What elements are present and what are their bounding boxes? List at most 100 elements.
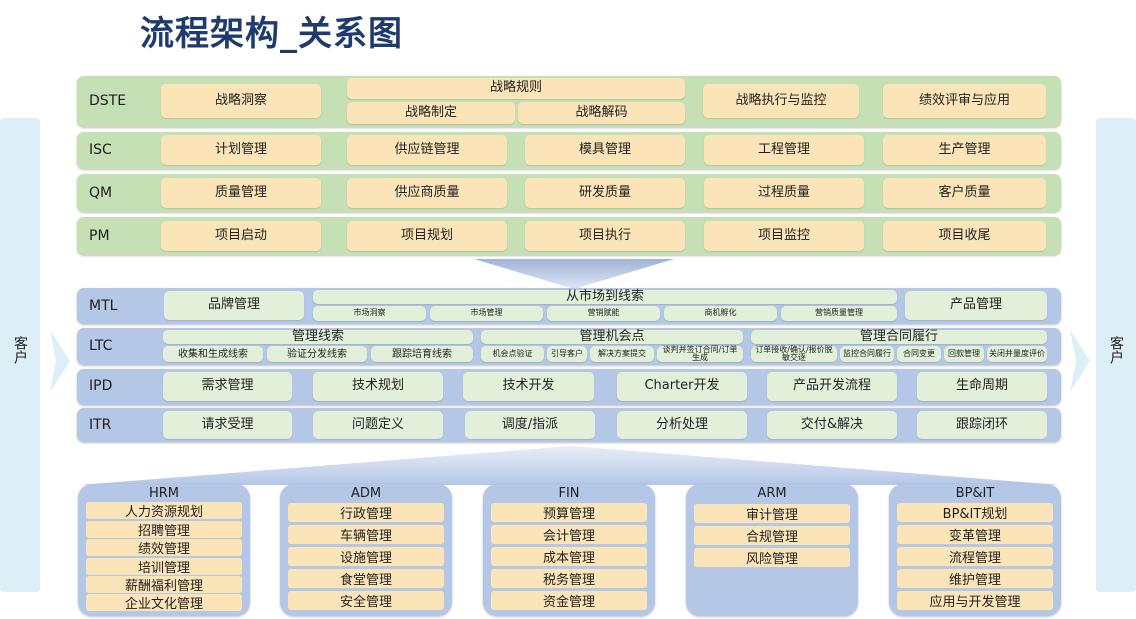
process-box[interactable]: 预算管理 bbox=[491, 503, 647, 522]
process-box[interactable]: 技术开发 bbox=[463, 372, 594, 401]
row-label: MTL bbox=[89, 298, 118, 314]
up-arrow-icon bbox=[80, 446, 1060, 485]
process-box[interactable]: 计划管理 bbox=[161, 135, 321, 165]
process-box[interactable]: 招聘管理 bbox=[86, 521, 242, 539]
process-box[interactable]: 订单接收/确认/报价脱敏交逐 bbox=[751, 345, 837, 362]
process-box[interactable]: 战略规则 bbox=[347, 78, 685, 99]
process-box[interactable]: 变革管理 bbox=[897, 525, 1053, 544]
process-box[interactable]: 技术规划 bbox=[313, 372, 443, 401]
process-box[interactable]: 项目执行 bbox=[525, 221, 685, 251]
process-box[interactable]: 交付&解决 bbox=[767, 411, 897, 439]
process-box[interactable]: 客户质量 bbox=[883, 178, 1046, 208]
process-box[interactable]: 企业文化管理 bbox=[86, 594, 242, 612]
panel-adm: ADM 行政管理 车辆管理 设施管理 食堂管理 安全管理 bbox=[280, 484, 452, 616]
process-box[interactable]: 工程管理 bbox=[704, 135, 864, 165]
process-box[interactable]: 管理合同履行 bbox=[751, 329, 1047, 344]
process-box[interactable]: Charter开发 bbox=[617, 372, 747, 401]
process-box[interactable]: 食堂管理 bbox=[288, 569, 444, 588]
process-box[interactable]: 战略制定 bbox=[347, 102, 515, 124]
process-box[interactable]: 绩效评审与应用 bbox=[883, 84, 1046, 118]
process-box[interactable]: BP&IT规划 bbox=[897, 503, 1053, 522]
process-box[interactable]: 生命周期 bbox=[917, 372, 1047, 401]
process-box[interactable]: 验证分发线索 bbox=[267, 346, 367, 362]
process-box[interactable]: 项目规划 bbox=[347, 221, 507, 251]
process-box[interactable]: 回款管理 bbox=[944, 346, 984, 362]
process-box[interactable]: 研发质量 bbox=[525, 178, 685, 208]
process-box[interactable]: 行政管理 bbox=[288, 503, 444, 522]
process-box[interactable]: 风险管理 bbox=[694, 548, 850, 567]
process-box[interactable]: 质量管理 bbox=[161, 178, 321, 208]
row-qm: QM 质量管理 供应商质量 研发质量 过程质量 客户质量 bbox=[77, 174, 1061, 212]
process-box[interactable]: 过程质量 bbox=[704, 178, 864, 208]
process-box[interactable]: 绩效管理 bbox=[86, 539, 242, 557]
process-box[interactable]: 培训管理 bbox=[86, 558, 242, 576]
customer-label-right: 客户 bbox=[1108, 336, 1124, 364]
process-box[interactable]: 应用与开发管理 bbox=[897, 591, 1053, 610]
process-box[interactable]: 收集和生成线索 bbox=[163, 346, 263, 362]
process-box[interactable]: 机会点验证 bbox=[481, 346, 544, 362]
process-box[interactable]: 关闭并量度评价 bbox=[987, 346, 1047, 362]
process-box[interactable]: 市场管理 bbox=[430, 306, 543, 321]
process-box[interactable]: 会计管理 bbox=[491, 525, 647, 544]
panel-arm: ARM 审计管理 合规管理 风险管理 bbox=[686, 484, 858, 616]
process-box[interactable]: 跟踪培育线索 bbox=[371, 346, 473, 362]
process-box[interactable]: 商机孵化 bbox=[664, 306, 777, 321]
process-box[interactable]: 合同变更 bbox=[897, 346, 941, 362]
process-box[interactable]: 问题定义 bbox=[313, 411, 443, 439]
process-box[interactable]: 项目监控 bbox=[704, 221, 864, 251]
process-box[interactable]: 生产管理 bbox=[883, 135, 1046, 165]
panel-title: HRM bbox=[148, 486, 180, 501]
process-box[interactable]: 产品开发流程 bbox=[767, 372, 897, 401]
process-box[interactable]: 设施管理 bbox=[288, 547, 444, 566]
process-box[interactable]: 从市场到线索 bbox=[313, 289, 897, 304]
process-box[interactable]: 人力资源规划 bbox=[86, 502, 242, 520]
row-pm: PM 项目启动 项目规划 项目执行 项目监控 项目收尾 bbox=[77, 217, 1061, 255]
process-box[interactable]: 请求受理 bbox=[163, 411, 292, 439]
row-mtl: MTL 品牌管理 从市场到线索 市场洞察 市场管理 营销赋能 商机孵化 营销质量… bbox=[77, 288, 1061, 324]
process-box[interactable]: 引导客户 bbox=[547, 346, 587, 362]
process-box[interactable]: 战略执行与监控 bbox=[703, 84, 859, 118]
process-box[interactable]: 战略洞察 bbox=[161, 84, 321, 118]
process-box[interactable]: 模具管理 bbox=[525, 135, 685, 165]
row-isc: ISC 计划管理 供应链管理 模具管理 工程管理 生产管理 bbox=[77, 132, 1061, 169]
process-box[interactable]: 税务管理 bbox=[491, 569, 647, 588]
row-label: QM bbox=[89, 185, 113, 201]
process-box[interactable]: 解决方案提交 bbox=[590, 346, 654, 362]
process-box[interactable]: 市场洞察 bbox=[313, 306, 426, 321]
process-box[interactable]: 供应商质量 bbox=[347, 178, 507, 208]
process-box[interactable]: 流程管理 bbox=[897, 547, 1053, 566]
process-box[interactable]: 调度/指派 bbox=[465, 411, 595, 439]
process-box[interactable]: 营销质量管理 bbox=[781, 306, 897, 321]
chevron-right-icon bbox=[1070, 330, 1090, 392]
process-box[interactable]: 管理机会点 bbox=[481, 329, 743, 344]
process-box[interactable]: 管理线索 bbox=[163, 329, 473, 344]
process-box[interactable]: 营销赋能 bbox=[547, 306, 660, 321]
row-label: PM bbox=[89, 228, 110, 244]
chevron-right-icon bbox=[50, 330, 70, 392]
process-box[interactable]: 战略解码 bbox=[518, 102, 685, 124]
panel-fin: FIN 预算管理 会计管理 成本管理 税务管理 资金管理 bbox=[483, 484, 655, 616]
process-box[interactable]: 产品管理 bbox=[905, 291, 1047, 320]
row-label: LTC bbox=[89, 338, 113, 354]
process-box[interactable]: 项目启动 bbox=[161, 221, 321, 251]
process-box[interactable]: 供应链管理 bbox=[347, 135, 507, 165]
process-box[interactable]: 成本管理 bbox=[491, 547, 647, 566]
process-box[interactable]: 跟踪闭环 bbox=[917, 411, 1047, 439]
panel-title: BP&IT bbox=[955, 486, 995, 501]
process-box[interactable]: 资金管理 bbox=[491, 591, 647, 610]
process-box[interactable]: 项目收尾 bbox=[883, 221, 1046, 251]
row-ltc: LTC 管理线索 收集和生成线索 验证分发线索 跟踪培育线索 管理机会点 机会点… bbox=[77, 328, 1061, 365]
process-box[interactable]: 安全管理 bbox=[288, 591, 444, 610]
row-ipd: IPD 需求管理 技术规划 技术开发 Charter开发 产品开发流程 生命周期 bbox=[77, 369, 1061, 405]
process-box[interactable]: 监控合同履行 bbox=[840, 346, 894, 362]
process-box[interactable]: 品牌管理 bbox=[164, 291, 304, 320]
process-box[interactable]: 车辆管理 bbox=[288, 525, 444, 544]
process-box[interactable]: 分析处理 bbox=[617, 411, 747, 439]
panel-title: FIN bbox=[558, 486, 580, 501]
process-box[interactable]: 合规管理 bbox=[694, 526, 850, 545]
process-box[interactable]: 薪酬福利管理 bbox=[86, 576, 242, 594]
process-box[interactable]: 审计管理 bbox=[694, 504, 850, 523]
process-box[interactable]: 需求管理 bbox=[163, 372, 292, 401]
process-box[interactable]: 谈判并签订合同/订单生成 bbox=[657, 345, 743, 362]
process-box[interactable]: 维护管理 bbox=[897, 569, 1053, 588]
